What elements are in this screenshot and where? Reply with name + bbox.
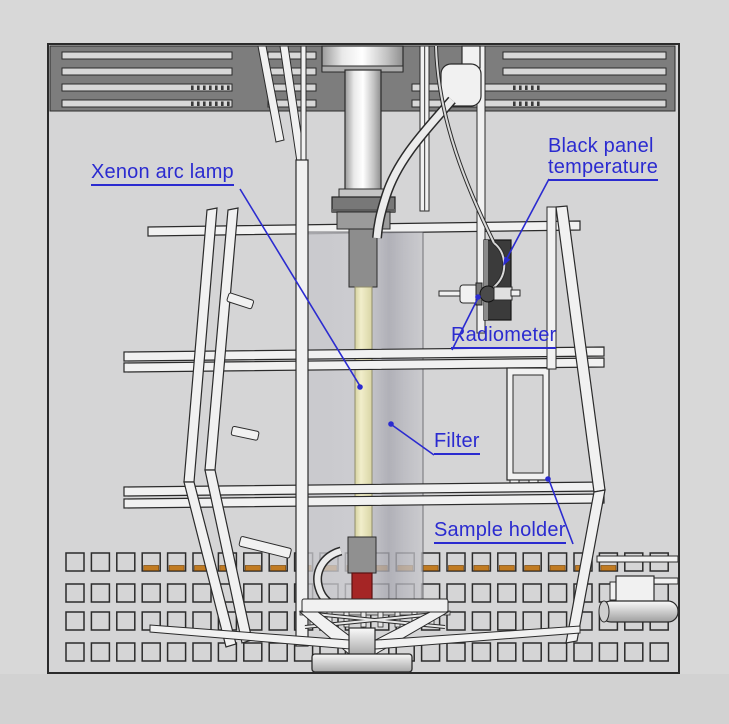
- leader-lines: [239, 178, 574, 545]
- sample-holder-frame: [506, 367, 550, 490]
- label-black-panel-line1: Black panel: [548, 135, 654, 157]
- pedestal-column: [348, 627, 376, 659]
- rack-pin: [226, 292, 255, 310]
- grille-hatch-marks: [191, 85, 540, 106]
- lamp-shaft: [344, 69, 382, 198]
- label-black-panel-line2: temperature: [548, 157, 659, 181]
- rack-pin: [238, 536, 292, 559]
- center-post: [257, 45, 309, 647]
- platform-disk: [301, 598, 449, 613]
- label-radiometer: Radiometer: [451, 325, 557, 349]
- label-xenon-arc-lamp-text: Xenon arc lamp: [91, 162, 234, 186]
- pedestal-base: [311, 653, 413, 673]
- label-xenon-arc-lamp: Xenon arc lamp: [91, 162, 234, 186]
- label-black-panel-temperature: Black panel temperature: [548, 135, 659, 181]
- label-sample-holder: Sample holder: [434, 520, 566, 544]
- floor-strip: [0, 674, 729, 724]
- specimen-rack-left: [183, 207, 292, 648]
- side-roller: [600, 600, 679, 623]
- black-panel: [483, 239, 512, 321]
- label-filter-text: Filter: [434, 431, 480, 455]
- label-radiometer-text: Radiometer: [451, 325, 557, 349]
- label-filter: Filter: [434, 431, 480, 455]
- rotating-platform: [149, 598, 581, 673]
- lamp-electrode-lower: [347, 536, 377, 574]
- cooling-pipe: [372, 45, 482, 239]
- rack-pin: [230, 425, 260, 441]
- side-accessories: [596, 555, 679, 623]
- black-panel-rod: [476, 45, 486, 334]
- radiometer-device: [438, 282, 521, 306]
- lamp-electrode-upper: [348, 228, 378, 288]
- label-sample-holder-text: Sample holder: [434, 520, 566, 544]
- rack-rails: [123, 346, 605, 373]
- rack-rails-lower: [123, 481, 605, 509]
- specimen-rack-right: [546, 205, 606, 644]
